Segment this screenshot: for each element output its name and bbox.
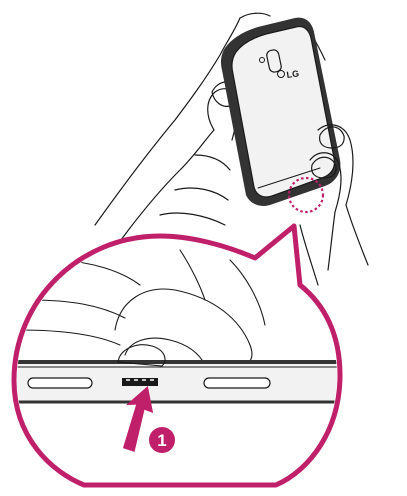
cover-notch <box>122 378 158 386</box>
magnified-callout: 1 <box>0 226 360 485</box>
step-number-badge: 1 <box>149 427 175 453</box>
left-slot <box>28 378 92 388</box>
right-slot <box>204 378 270 388</box>
lg-logo-text: LG <box>286 68 300 80</box>
callout-ring <box>14 226 340 485</box>
step-number-text: 1 <box>157 431 166 450</box>
